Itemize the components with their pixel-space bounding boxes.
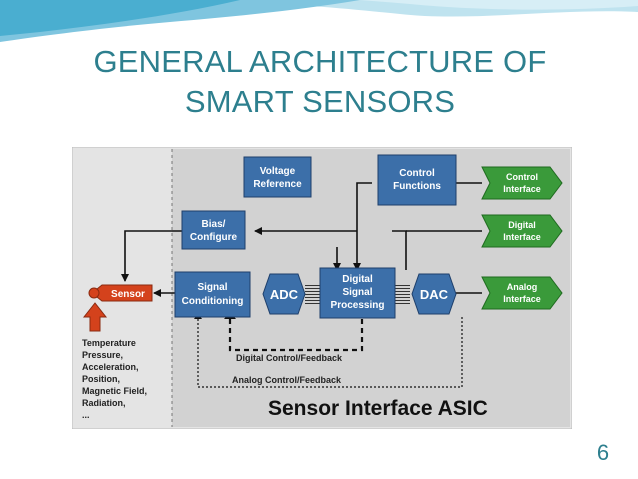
control-functions-block: Control Functions xyxy=(377,154,457,206)
input-pressure: Pressure, xyxy=(82,350,123,360)
analog-interface-arrow: Analog Interface xyxy=(481,276,563,310)
dsp-line-3: Processing xyxy=(331,300,385,311)
analog-feedback-label: Analog Control/Feedback xyxy=(232,375,342,385)
page-number: 6 xyxy=(596,440,610,465)
voltage-reference-line-1: Voltage xyxy=(260,166,296,177)
bias-configure-block: Bias/ Configure xyxy=(181,210,246,250)
bus-dsp-dac xyxy=(395,283,410,305)
signal-conditioning-line-2: Conditioning xyxy=(182,296,244,307)
asic-label: Sensor Interface ASIC xyxy=(268,397,488,420)
sensor-label: Sensor xyxy=(111,289,145,300)
dsp-block: Digital Signal Processing xyxy=(319,267,396,319)
input-temperature: Temperature xyxy=(82,338,136,348)
input-position: Position, xyxy=(82,374,120,384)
signal-conditioning-line-1: Signal xyxy=(197,282,227,293)
header-wave xyxy=(0,0,638,42)
input-magnetic-field: Magnetic Field, xyxy=(82,386,147,396)
control-functions-line-2: Functions xyxy=(393,181,441,192)
digital-interface-arrow: Digital Interface xyxy=(481,214,563,248)
sensor-element: Sensor xyxy=(88,284,153,302)
measured-quantities: Temperature Pressure, Acceleration, Posi… xyxy=(82,338,147,420)
analog-feedback-line xyxy=(197,317,463,388)
digital-interface-line-2: Interface xyxy=(503,232,541,242)
input-acceleration: Acceleration, xyxy=(82,362,139,372)
slide-title-line-1: GENERAL ARCHITECTURE OF xyxy=(93,44,547,79)
bias-configure-line-2: Configure xyxy=(190,232,238,243)
adc-block: ADC xyxy=(262,273,306,315)
voltage-reference-line-2: Reference xyxy=(253,179,302,190)
signal-conditioning-block: Signal Conditioning xyxy=(174,271,251,318)
control-interface-arrow: Control Interface xyxy=(481,166,563,200)
slide-title-line-2: SMART SENSORS xyxy=(184,84,456,119)
input-ellipsis: ... xyxy=(82,410,90,420)
dsp-line-1: Digital xyxy=(342,274,373,285)
control-interface-line-2: Interface xyxy=(503,184,541,194)
analog-interface-line-1: Analog xyxy=(507,282,538,292)
bus-adc-dsp xyxy=(305,283,320,305)
connections xyxy=(121,182,482,297)
dsp-line-2: Signal xyxy=(342,287,372,298)
dac-label: DAC xyxy=(420,287,449,302)
dac-block: DAC xyxy=(411,273,457,315)
control-interface-line-1: Control xyxy=(506,172,538,182)
analog-interface-line-2: Interface xyxy=(503,294,541,304)
architecture-diagram: Voltage Reference Control Functions Bias… xyxy=(72,147,572,429)
input-radiation: Radiation, xyxy=(82,398,126,408)
adc-label: ADC xyxy=(270,287,299,302)
digital-feedback-label: Digital Control/Feedback xyxy=(236,353,343,363)
bias-configure-line-1: Bias/ xyxy=(202,219,226,230)
slide-title: GENERAL ARCHITECTURE OF SMART SENSORS xyxy=(40,42,600,122)
input-up-arrow xyxy=(82,302,108,332)
digital-interface-line-1: Digital xyxy=(508,220,536,230)
control-functions-line-1: Control xyxy=(399,168,435,179)
voltage-reference-block: Voltage Reference xyxy=(243,156,312,198)
